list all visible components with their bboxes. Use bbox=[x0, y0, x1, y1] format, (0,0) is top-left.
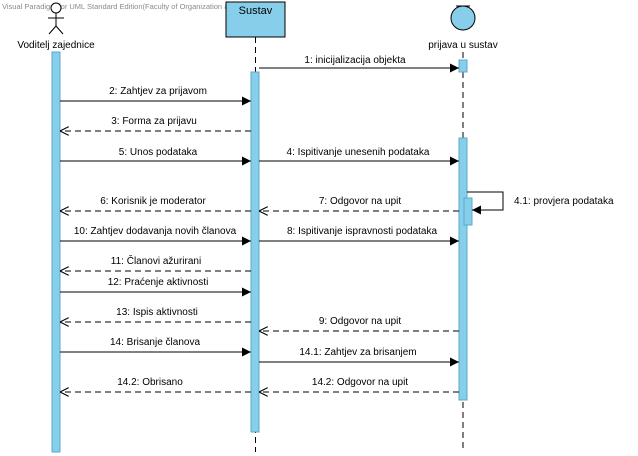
prijava-activation-1 bbox=[458, 59, 468, 73]
sustav-participant[interactable]: Sustav bbox=[225, 1, 286, 38]
stick-figure-actor-icon bbox=[48, 2, 64, 35]
message-label: 14.2: Obrisano bbox=[117, 377, 183, 388]
message-label: 12: Praćenje aktivnosti bbox=[108, 277, 209, 288]
message-10[interactable]: 10: Zahtjev dodavanja novih članova bbox=[60, 226, 251, 246]
actor-label: Voditelj zajednice bbox=[17, 40, 95, 51]
message-label: 10: Zahtjev dodavanja novih članova bbox=[74, 226, 237, 237]
prijava-activation-self bbox=[463, 197, 473, 226]
message-12[interactable]: 12: Praćenje aktivnosti bbox=[60, 277, 251, 297]
message-3[interactable]: 3: Forma za prijavu bbox=[60, 116, 251, 131]
message-9[interactable]: 9: Odgovor na upit bbox=[259, 316, 459, 331]
entity-circle-icon bbox=[450, 5, 476, 31]
message-4-1-self[interactable]: 4.1: provjera podataka bbox=[467, 191, 614, 215]
message-label: 5: Unos podataka bbox=[119, 147, 198, 158]
message-label: 11: Članovi ažurirani bbox=[111, 254, 201, 267]
message-label: 14.2: Odgovor na upit bbox=[312, 377, 408, 388]
message-13[interactable]: 13: Ispis aktivnosti bbox=[60, 307, 251, 322]
prijava-label: prijava u sustav bbox=[428, 40, 497, 51]
actor-activation bbox=[51, 51, 61, 453]
message-14-2-odgovor[interactable]: 14.2: Odgovor na upit bbox=[259, 377, 459, 392]
message-1[interactable]: 1: inicijalizacija objekta bbox=[259, 55, 459, 73]
message-4[interactable]: 4: Ispitivanje unesenih podataka bbox=[259, 147, 459, 166]
message-8[interactable]: 8: Ispitivanje ispravnosti podataka bbox=[259, 226, 459, 246]
sustav-box bbox=[225, 1, 286, 38]
actor-participant[interactable]: Voditelj zajednice bbox=[17, 2, 95, 51]
message-7[interactable]: 7: Odgovor na upit bbox=[259, 196, 459, 211]
message-label: 2: Zahtjev za prijavom bbox=[109, 86, 207, 97]
message-14-1[interactable]: 14.1: Zahtjev za brisanjem bbox=[259, 347, 459, 367]
message-label: 13: Ispis aktivnosti bbox=[116, 307, 198, 318]
message-5[interactable]: 5: Unos podataka bbox=[60, 147, 251, 166]
message-label: 14: Brisanje članova bbox=[110, 337, 200, 348]
prijava-participant[interactable]: prijava u sustav bbox=[428, 5, 498, 51]
sustav-label: Sustav bbox=[239, 5, 273, 17]
message-label: 3: Forma za prijavu bbox=[111, 116, 197, 127]
message-label: 1: inicijalizacija objekta bbox=[304, 55, 406, 66]
watermark: Visual Paradigm for UML Standard Edition… bbox=[2, 2, 278, 11]
message-label: 7: Odgovor na upit bbox=[319, 196, 401, 207]
message-2[interactable]: 2: Zahtjev za prijavom bbox=[60, 86, 251, 106]
sustav-activation bbox=[250, 71, 260, 433]
message-label: 8: Ispitivanje ispravnosti podataka bbox=[287, 226, 438, 237]
message-label: 4: Ispitivanje unesenih podataka bbox=[287, 147, 430, 158]
message-label: 4.1: provjera podataka bbox=[514, 196, 614, 207]
message-label: 14.1: Zahtjev za brisanjem bbox=[299, 347, 416, 358]
message-label: 9: Odgovor na upit bbox=[319, 316, 401, 327]
message-14[interactable]: 14: Brisanje članova bbox=[60, 337, 251, 357]
message-14-2-obrisano[interactable]: 14.2: Obrisano bbox=[60, 377, 251, 392]
prijava-activation-2 bbox=[458, 137, 468, 401]
message-label: 6: Korisnik je moderator bbox=[100, 196, 206, 207]
message-11[interactable]: 11: Članovi ažurirani bbox=[60, 254, 251, 271]
message-6[interactable]: 6: Korisnik je moderator bbox=[60, 196, 251, 211]
